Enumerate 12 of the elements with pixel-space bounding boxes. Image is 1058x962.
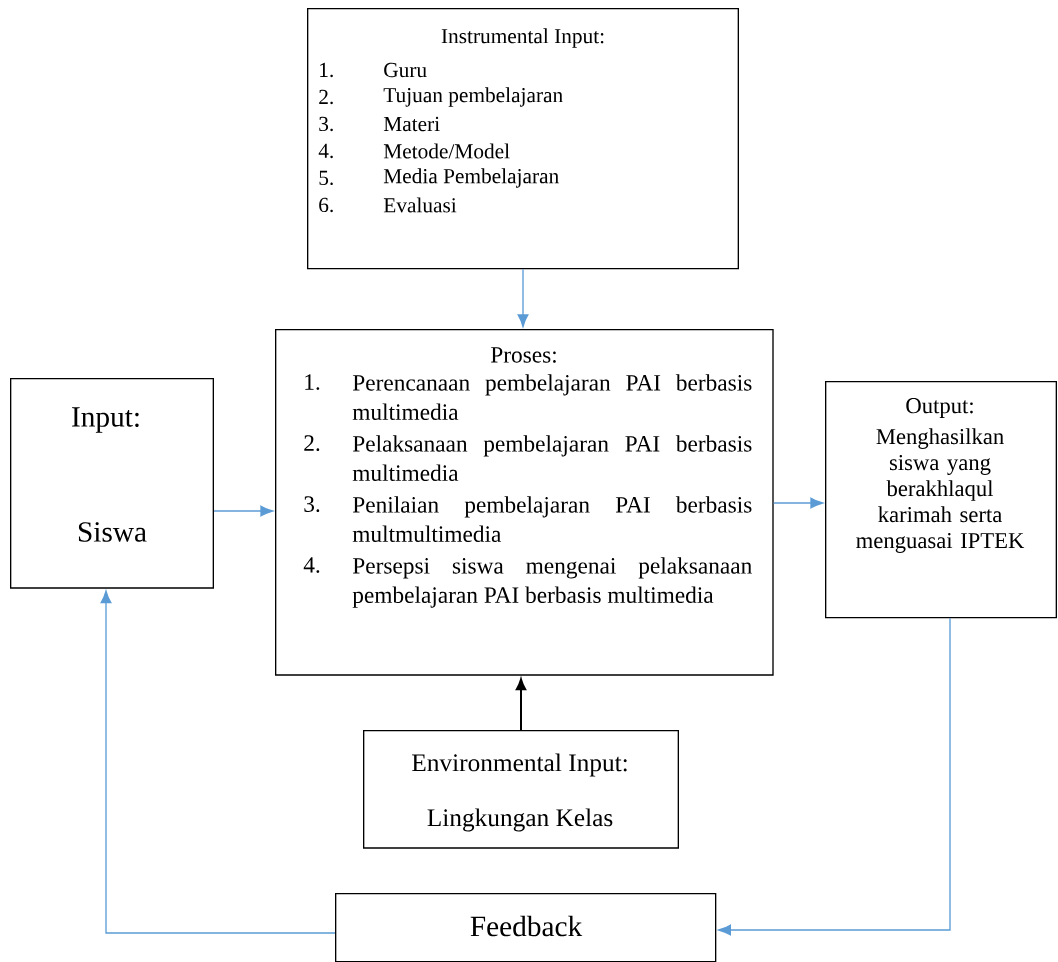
arrow — [213, 505, 274, 517]
arrow — [517, 268, 529, 328]
process-box: Proses: 1. Perencanaan pembelajaran PAI berbasis multimedia 2. Pelaksanaan pembelajaran PAI berbasis multimedia 3. Penilaian pembelajaran PAI berbasis multmultimedia 4. Persepsi siswa mengenai pelaksanaan pembelajaran PAI berbasis multimedia — [275, 329, 774, 676]
arrow — [773, 497, 824, 509]
arrow — [100, 590, 336, 934]
arrow — [718, 617, 951, 936]
input-box: Instrumental Input: 1. Guru 2. Tujuan pembelajaran 3. Materi 4. Metode/Model 5. Media Pembelajaran 6. Evaluasi — [307, 8, 739, 270]
arrow — [515, 678, 527, 731]
input-box: Input: Siswa — [10, 378, 214, 589]
feedback-box: Feedback — [335, 893, 717, 962]
output-box: Output: Menghasilkan siswa yang berakhlaqul karimah serta menguasai IPTEK — [825, 381, 1057, 619]
input-box: Environmental Input: Lingkungan Kelas — [363, 730, 679, 849]
